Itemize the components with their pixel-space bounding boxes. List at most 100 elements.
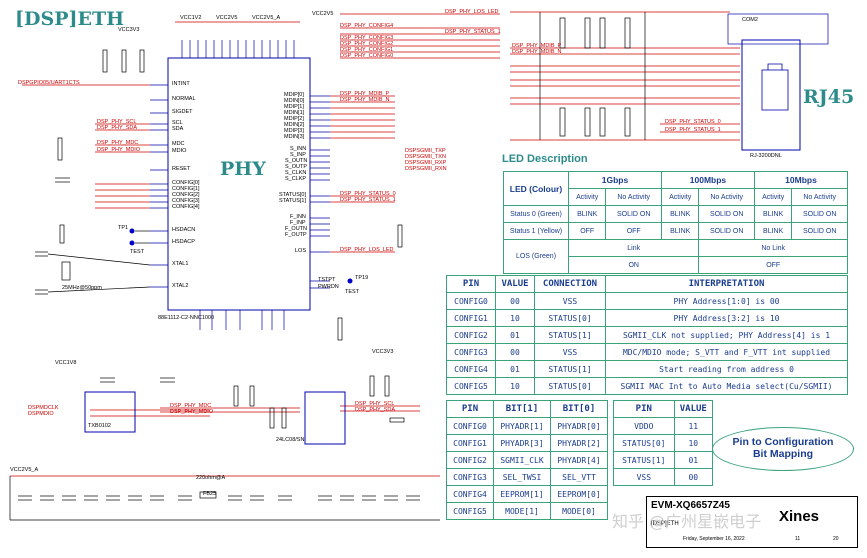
net-phy-config2: DSP_PHY_CONFIG2 bbox=[340, 41, 394, 47]
bit0: PHYADR[4] bbox=[550, 451, 608, 469]
net-gpio-uart1cts: DSPGPIO05/UART1CTS bbox=[18, 80, 80, 86]
pin-normal: NORMAL bbox=[172, 96, 196, 102]
led-cell: BLINK bbox=[753, 205, 793, 223]
rj45-jack-notch bbox=[767, 63, 783, 70]
no-link-header: No Link bbox=[698, 239, 848, 257]
led-row-label: Status 0 (Green) bbox=[503, 205, 569, 223]
net-phy-scl-bottom: DSP_PHY_SCL bbox=[355, 401, 395, 407]
net-phy-status-0-rj: DSP_PHY_STATUS_0 bbox=[665, 119, 721, 125]
led-cell: OFF bbox=[567, 222, 607, 240]
cfg-pin: CONFIG3 bbox=[446, 343, 496, 361]
bit-pin: CONFIG4 bbox=[446, 485, 494, 503]
header-pin: PIN bbox=[613, 400, 675, 418]
table-row: STATUS[0]10 bbox=[613, 434, 714, 452]
pin-s-inn: S_INN bbox=[290, 146, 307, 152]
val-pin: STATUS[1] bbox=[613, 451, 675, 469]
phy-top-pins bbox=[175, 21, 300, 58]
bit1: PHYADR[1] bbox=[493, 417, 551, 435]
net-phy-mdc-bottom: DSP_PHY_MDC bbox=[170, 403, 212, 409]
power-rail-vcc3v3-bottom: VCC3V3 bbox=[372, 349, 394, 355]
left-passives bbox=[35, 49, 403, 341]
rj45-jack-outline bbox=[761, 69, 789, 111]
net-phy-los-led-right: DSP_PHY_LOS_LED bbox=[340, 247, 394, 253]
rj45-connector-body bbox=[741, 39, 801, 151]
connector-reference: RJ-3200DNL bbox=[750, 153, 782, 159]
pin-s-clkn: S_CLKN bbox=[285, 170, 307, 176]
power-rail-vcc2v5: VCC2V5 bbox=[216, 15, 238, 21]
activity-header: Activity bbox=[753, 188, 793, 206]
board-name: EVM-XQ6657Z45 bbox=[651, 500, 730, 511]
level-shifter-part: TXB0102 bbox=[88, 423, 111, 429]
bottom-passives bbox=[100, 375, 405, 429]
pin-pwrdn: PWRDN bbox=[318, 284, 339, 290]
led-cell: BLINK bbox=[660, 205, 700, 223]
sheet-title: [DSP]ETH bbox=[651, 521, 679, 527]
bit1: SEL_TWSI bbox=[493, 468, 551, 486]
net-sgmii-txn: DSPSGMII_TXN bbox=[405, 154, 446, 160]
txb0102-body bbox=[84, 391, 136, 433]
ferrite-reference: FB25 bbox=[203, 491, 217, 497]
rj45-termination-resistors bbox=[539, 12, 646, 140]
net-phy-status-0: DSP_PHY_STATUS_0 bbox=[340, 191, 396, 197]
net-phy-config0: DSP_PHY_CONFIG0 bbox=[340, 53, 394, 59]
cfg-pin: CONFIG5 bbox=[446, 377, 496, 395]
pin-scl: SCL bbox=[172, 120, 183, 126]
tp1-label: TP1 bbox=[118, 225, 129, 231]
pin-mdip2: MDIP[2] bbox=[284, 116, 304, 122]
cfg-connection: STATUS[1] bbox=[534, 326, 606, 344]
net-phy-status-1-rj: DSP_PHY_STATUS_1 bbox=[665, 127, 721, 133]
pin-f-outn: F_OUTN bbox=[285, 226, 307, 232]
pin-mdin1: MDIN[1] bbox=[284, 110, 305, 116]
pin-xtal2: XTAL2 bbox=[172, 283, 189, 289]
los-on: ON bbox=[567, 256, 700, 274]
cfg-interpretation: PHY Address[1:0] is 00 bbox=[605, 292, 848, 310]
bit0: PHYADR[0] bbox=[550, 417, 608, 435]
net-phy-config3: DSP_PHY_CONFIG3 bbox=[340, 35, 394, 41]
test-label-right: TEST bbox=[345, 289, 360, 295]
cfg-value: 10 bbox=[495, 309, 535, 327]
tp1-marker bbox=[129, 228, 135, 234]
pin-config3: CONFIG[3] bbox=[172, 198, 200, 204]
val-pin: VDDO bbox=[613, 417, 675, 435]
header-value: VALUE bbox=[495, 275, 535, 293]
header-interpretation: INTERPRETATION bbox=[605, 275, 848, 293]
test-label-left: TEST bbox=[130, 249, 145, 255]
pin-sigdet: SIGDET bbox=[172, 109, 193, 115]
bit-pin: CONFIG3 bbox=[446, 468, 494, 486]
net-wires bbox=[10, 11, 740, 477]
led-cell: BLINK bbox=[660, 222, 700, 240]
no-activity-header: No Activity bbox=[698, 188, 755, 206]
net-phy-mdib-n: DSP_PHY_MDIB_N bbox=[340, 97, 390, 103]
link-header: Link bbox=[567, 239, 700, 257]
cfg-connection: VSS bbox=[534, 343, 606, 361]
pin-config2: CONFIG[2] bbox=[172, 192, 200, 198]
led-row-status0: Status 0 (Green) BLINK SOLID ON BLINK SO… bbox=[503, 205, 848, 223]
crystal-frequency: 25MHz@50ppm bbox=[62, 285, 102, 291]
eeprom-body bbox=[304, 391, 346, 445]
pin-mdio: MDIO bbox=[172, 148, 187, 154]
power-rail-vcc2v5-top: VCC2V5 bbox=[312, 11, 334, 17]
pin-xtal1: XTAL1 bbox=[172, 261, 189, 267]
section-title: [DSP]ETH bbox=[15, 8, 125, 30]
header-bit0: BIT[0] bbox=[550, 400, 608, 418]
net-phy-mdc: DSP_PHY_MDC bbox=[97, 140, 139, 146]
pin-mdin3: MDIN[3] bbox=[284, 134, 305, 140]
power-rail-vcc2v5-a: VCC2V5_A bbox=[252, 15, 281, 21]
header-connection: CONNECTION bbox=[534, 275, 606, 293]
speed-1gbps: 1Gbps bbox=[568, 171, 662, 189]
net-phy-sda-bottom: DSP_PHY_SDA bbox=[355, 407, 396, 413]
net-dsp-mdclk: DSPMDCLK bbox=[28, 405, 59, 411]
led-cell: BLINK bbox=[753, 222, 793, 240]
speed-10mbps: 10Mbps bbox=[753, 171, 849, 189]
pin-mdin2: MDIN[2] bbox=[284, 122, 305, 128]
pin-to-config-bubble: Pin to Configuration Bit Mapping bbox=[712, 427, 854, 471]
tp19-marker bbox=[347, 278, 353, 284]
pin-mdip3: MDIP[3] bbox=[284, 128, 304, 134]
